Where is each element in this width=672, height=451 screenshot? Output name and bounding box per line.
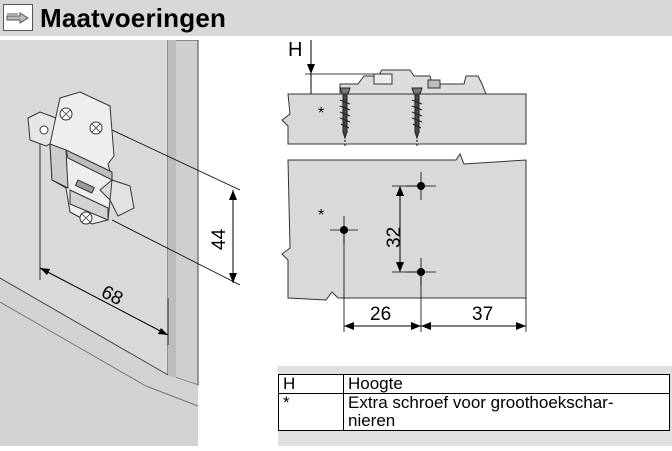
cabinet-edge-shade — [168, 40, 176, 378]
mounting-plate — [27, 91, 135, 225]
isometric-svg: 68 44 — [0, 39, 241, 446]
legend-row: * Extra schroef voor groothoekschar- nie… — [278, 393, 670, 431]
dim-label-26: 26 — [370, 304, 391, 325]
section-header: Maatvoeringen — [0, 0, 672, 36]
board-front-view — [281, 152, 527, 301]
cabinet-bottom-edge — [0, 277, 169, 376]
legend-value: Extra schroef voor groothoekschar- niere… — [343, 393, 670, 431]
label-star-top: * — [318, 105, 324, 122]
screw-1 — [339, 87, 351, 140]
ext-line-top — [111, 129, 241, 191]
dim-line-68 — [39, 267, 169, 336]
label-star-front: * — [318, 207, 324, 224]
plate-side-view — [339, 69, 487, 95]
pointing-hand-icon — [3, 4, 33, 31]
page-title: Maatvoeringen — [40, 3, 227, 33]
legend-value: Hoogte — [343, 374, 670, 394]
cabinet-bottom-line — [0, 301, 147, 387]
screw-2 — [411, 87, 423, 140]
legend-key: * — [278, 393, 344, 431]
hinge-plate-section-drawing: H * — [278, 39, 672, 362]
label-h: H — [288, 40, 302, 61]
legend-key: H — [278, 374, 344, 394]
legend-panel: H Hoogte * Extra schroef voor groothoeks… — [278, 366, 672, 446]
legend-table: H Hoogte * Extra schroef voor groothoeks… — [278, 374, 670, 431]
cabinet-bottom — [0, 278, 198, 446]
ext-line-bottom — [111, 219, 241, 286]
legend-row: H Hoogte — [278, 374, 670, 394]
dim-label-37: 37 — [472, 304, 493, 325]
dim-label-32: 32 — [384, 227, 405, 248]
hinge-plate-isometric-drawing: 68 44 — [0, 39, 270, 446]
dim-label-44: 44 — [209, 228, 230, 250]
section-svg: H * — [281, 39, 527, 332]
